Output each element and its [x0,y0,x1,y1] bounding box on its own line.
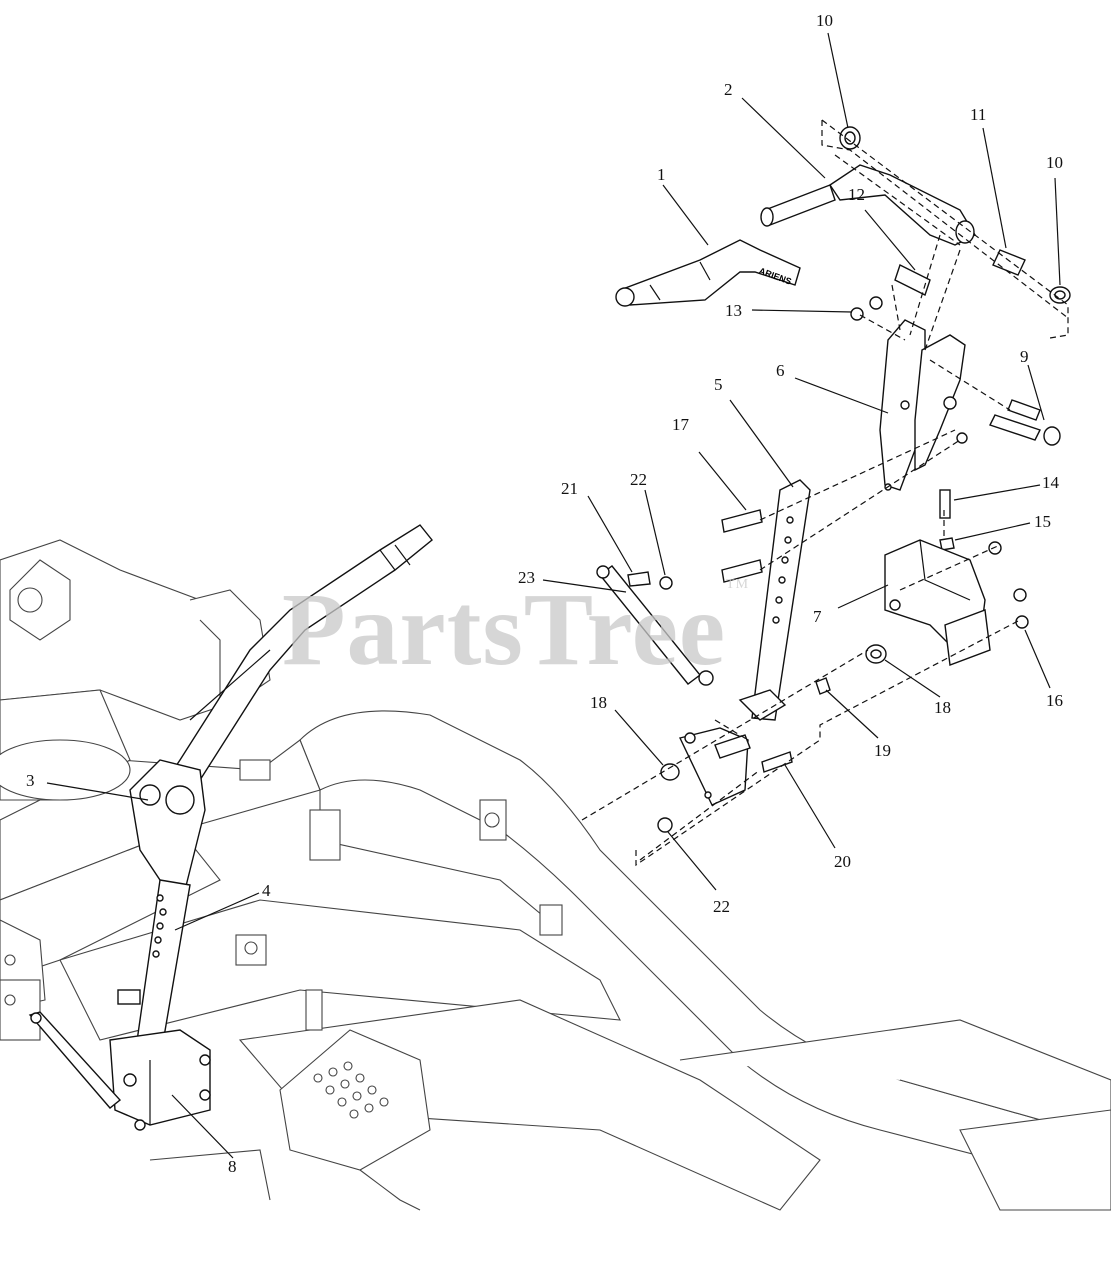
callout-1: 1 [657,165,666,184]
part-9-bolt [989,414,1041,441]
callout-17: 17 [672,415,689,434]
callout-14: 14 [1042,473,1059,492]
callout-2: 2 [724,80,733,99]
part-14-screw [939,489,951,519]
callout-9: 9 [1020,347,1029,366]
callout-leader-lines [46,32,1061,1159]
callout-20: 20 [834,852,851,871]
callout-10-right: 10 [1046,153,1063,172]
part-7-bracket [884,539,991,666]
callout-19: 19 [874,741,891,760]
assembly-guide-lines [581,119,1069,867]
part-12-spacer [894,264,931,296]
callout-13: 13 [725,301,742,320]
pivot-shaft [714,734,751,759]
callout-10-top: 10 [816,11,833,30]
part-1-grip: ARIENS [615,239,801,307]
part-5-lever-bar [738,479,811,721]
assembled-left-lever [28,524,433,1131]
callout-8: 8 [228,1157,237,1176]
mower-frame [0,539,1111,1211]
callout-21: 21 [561,479,578,498]
callout-18-left: 18 [590,693,607,712]
part-16-bolt [1013,588,1027,602]
partstree-watermark: PartsTreeTM [282,578,749,682]
callout-7: 7 [813,607,822,626]
part-20-pin [761,751,793,773]
callout-12: 12 [848,185,865,204]
callout-11: 11 [970,105,987,124]
callout-22-top: 22 [630,470,647,489]
callout-22-bottom: 22 [713,897,730,916]
callout-18-right: 18 [934,698,951,717]
part-18-bushing-2 [660,763,680,781]
part-13-nut [850,307,864,321]
part-13-nut-2 [869,296,883,310]
part-11-spacer [992,249,1026,276]
pivot-plate-hole-2 [704,791,712,799]
callout-16: 16 [1046,691,1063,710]
callout-23: 23 [518,568,535,587]
part-10-bushing-right-hole [1054,290,1066,300]
part-9-bolt-head [1043,426,1061,446]
part-23-gas-strut [596,565,714,686]
callout-6: 6 [776,361,785,380]
callout-5: 5 [714,375,723,394]
part-22-nut-2 [657,817,673,833]
part-18-bushing-hole [870,649,882,659]
callout-4: 4 [262,881,271,900]
footplate-holes [313,1061,389,1119]
part-9-bolt-2 [1007,399,1041,421]
callout-15: 15 [1034,512,1051,531]
part-6-bracket [879,319,968,491]
part-15-bolt [988,541,1002,555]
callout-3: 3 [26,771,35,790]
part-17-bolt [721,509,763,533]
part-22-nut [659,576,673,590]
part-10-bushing-top-hole [844,131,856,145]
part-16-bolt-2 [1015,615,1029,629]
part-15-nut [939,537,955,551]
part-17-bolt-2 [721,559,763,583]
pivot-plate-hole [684,732,696,744]
part-2-lever-arm [760,164,976,246]
part-21-fitting [627,571,651,587]
watermark-trademark: TM [726,577,750,592]
watermark-text: PartsTree [282,572,727,687]
